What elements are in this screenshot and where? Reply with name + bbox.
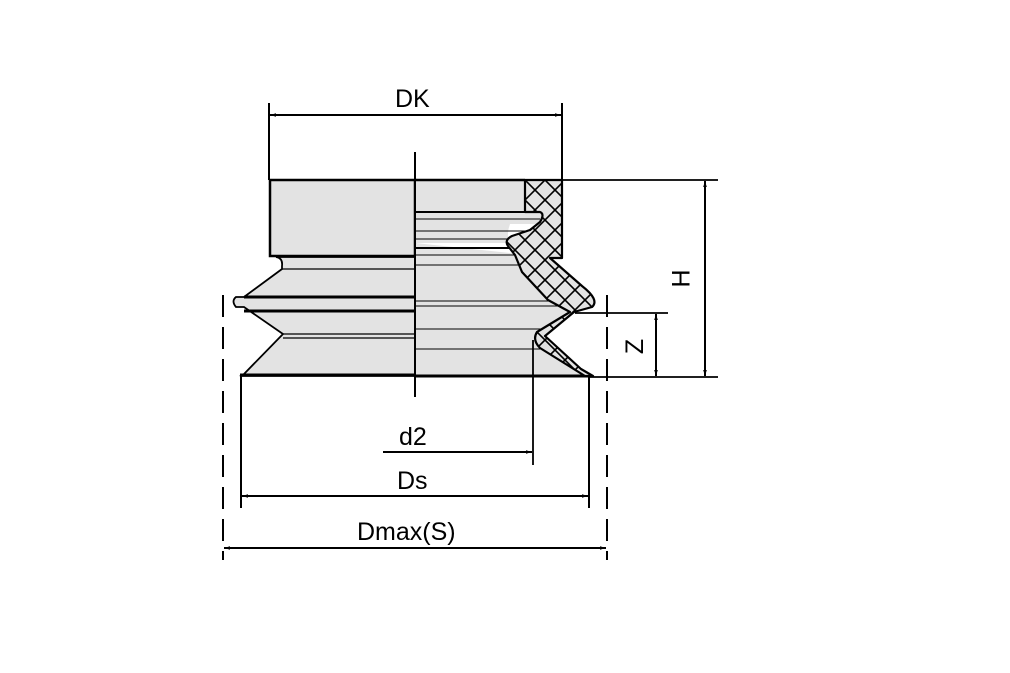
label-d2: d2 [399,423,427,451]
right-half-section-view [415,178,596,465]
z-dimension [575,312,668,376]
hatched-wall-section [505,178,596,378]
label-h: H [667,269,696,288]
label-z: Z [621,338,650,355]
label-dmax: Dmax(S) [357,518,456,546]
ds-dimension [240,376,590,508]
label-dk: DK [395,85,430,113]
dk-dimension [268,103,563,180]
label-ds: Ds [397,467,428,495]
left-half-outside-view [232,178,417,377]
h-dimension [562,179,718,378]
